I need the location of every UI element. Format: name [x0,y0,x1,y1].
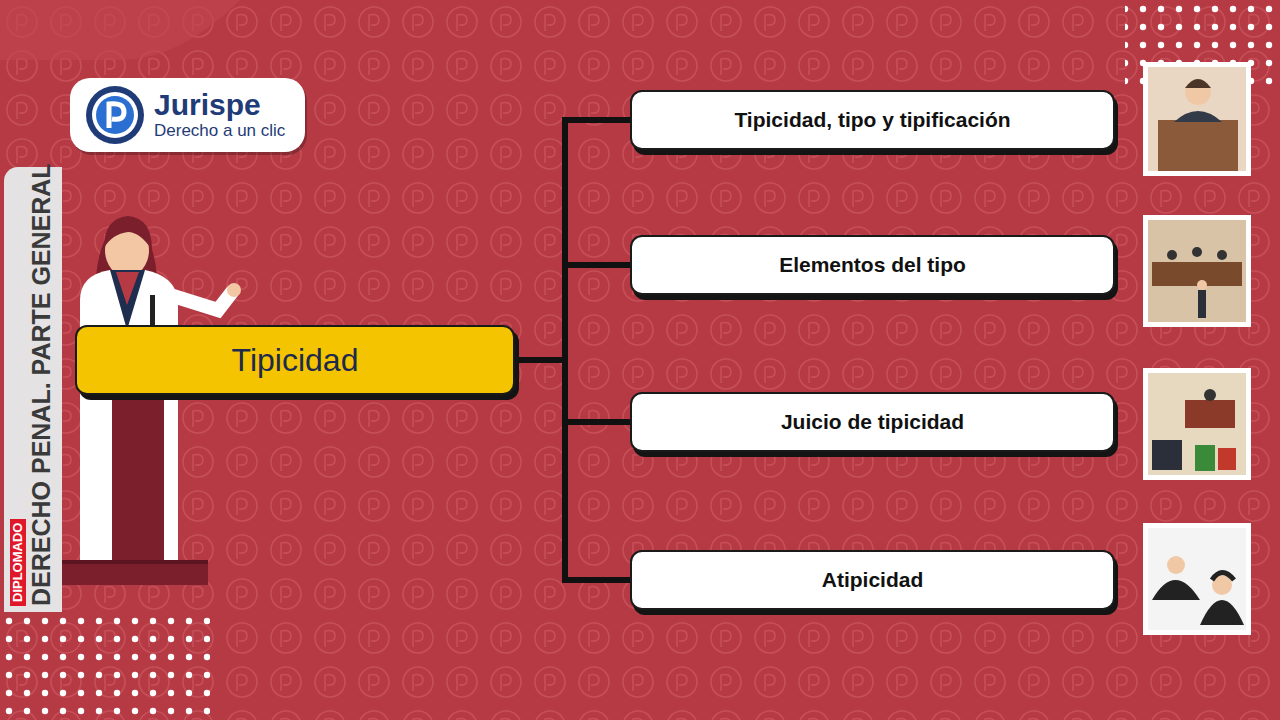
branch-connector [515,120,630,360]
node-label: Tipicidad [232,342,359,379]
podium [62,390,208,585]
logo-badge: JurispeDerecho a un clic [70,78,305,152]
node-label: Atipicidad [822,568,924,592]
brand-name: Jurispe [154,89,261,121]
node-label: Juicio de tipicidad [781,410,964,434]
dot-grid [0,610,210,720]
subtopic-box: Juicio de tipicidad [630,392,1115,452]
brand-tagline: Derecho a un clic [154,121,285,141]
course-tag: DIPLOMADO [10,519,26,606]
subtopic-box: Tipicidad, tipo y tipificación [630,90,1115,150]
node-label: Elementos del tipo [779,253,966,277]
branch-connector [515,360,630,422]
subtopic-box: Elementos del tipo [630,235,1115,295]
picture-courtroom [1143,215,1251,327]
topic-box: Tipicidad [75,325,515,395]
node-label: Tipicidad, tipo y tipificación [734,108,1010,132]
subtopic-box: Atipicidad [630,550,1115,610]
side-banner: DIPLOMADODERECHO PENAL. PARTE GENERAL [4,167,62,612]
branch-connector [515,265,630,360]
picture-trial [1143,368,1251,480]
branch-connector [515,360,630,580]
logo-mark [84,84,146,146]
course-title: DERECHO PENAL. PARTE GENERAL [26,167,56,606]
picture-judge [1143,62,1251,176]
picture-lawyers [1143,523,1251,635]
